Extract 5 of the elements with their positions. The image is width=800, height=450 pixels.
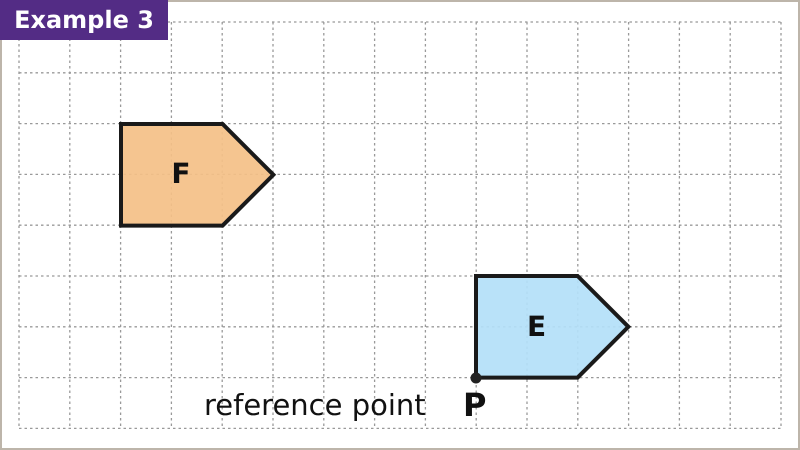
shape-letter: E	[526, 312, 546, 341]
shape-letter: F	[171, 160, 191, 188]
point-name: P	[463, 389, 486, 421]
title-banner: Example 3	[0, 0, 168, 40]
point-label: reference point	[204, 391, 426, 420]
